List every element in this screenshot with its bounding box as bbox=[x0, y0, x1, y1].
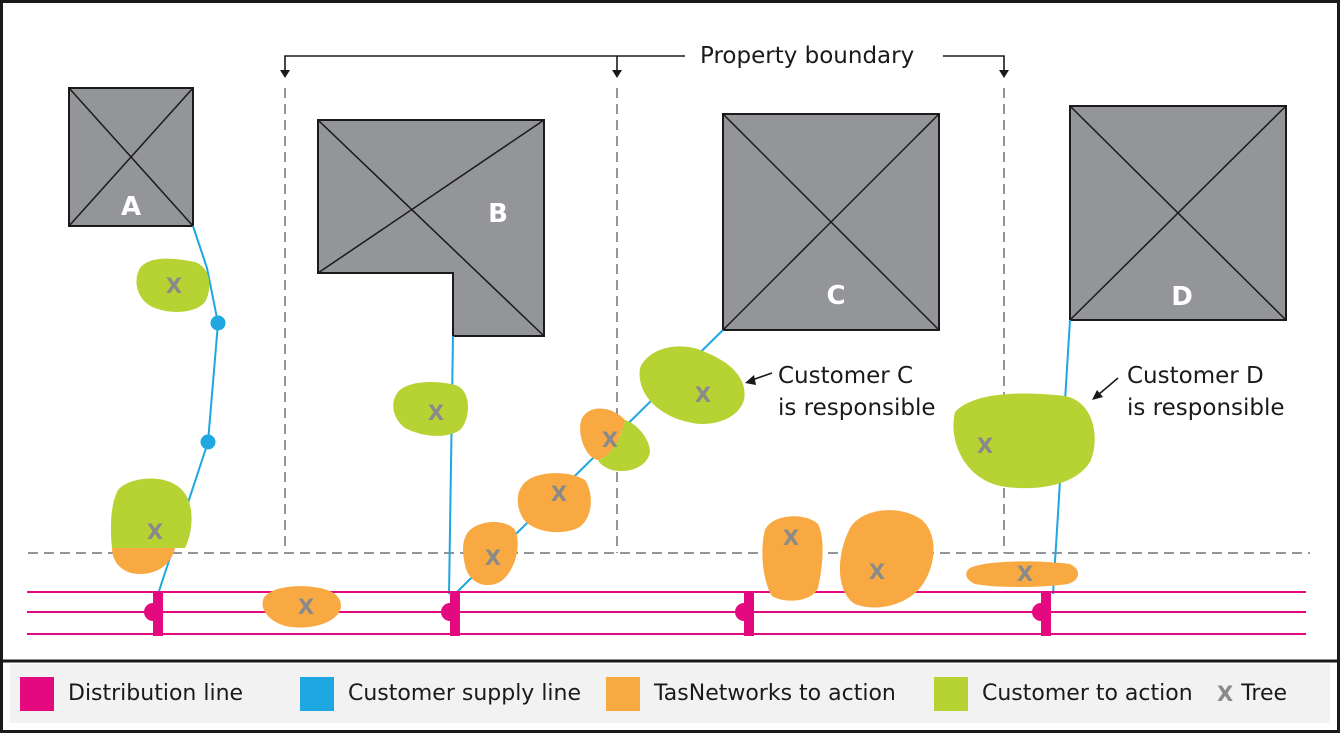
pole-cap-icon bbox=[144, 603, 153, 621]
tree-x-icon: X bbox=[695, 383, 711, 407]
house-c-label: C bbox=[826, 281, 845, 311]
tree-customer-action bbox=[136, 258, 210, 312]
pole-icon bbox=[1041, 591, 1051, 636]
pole-icon bbox=[153, 591, 163, 636]
house-a-label: A bbox=[121, 192, 141, 222]
house-b-label: B bbox=[488, 199, 508, 229]
house-d: D bbox=[1069, 105, 1287, 321]
legend-label: Distribution line bbox=[68, 681, 244, 706]
legend: Distribution line Customer supply line T… bbox=[10, 664, 1330, 723]
supply-pole-icon bbox=[210, 315, 226, 331]
tree-tasnetworks-action bbox=[839, 510, 934, 608]
legend-item-distribution: Distribution line bbox=[20, 664, 243, 723]
arrow-icon bbox=[745, 375, 756, 385]
legend-item-tasnetworks: TasNetworks to action bbox=[606, 664, 896, 723]
pole-cap-icon bbox=[1032, 603, 1041, 621]
tree-tasnetworks-action bbox=[463, 521, 518, 586]
tree-x-icon: X bbox=[428, 401, 444, 425]
house-d-label: D bbox=[1171, 282, 1193, 312]
tree-tasnetworks-action bbox=[966, 561, 1079, 587]
customer-c-note: Customer C is responsible bbox=[745, 363, 936, 421]
customer-d-line1: Customer D bbox=[1127, 363, 1264, 389]
tree-customer-action bbox=[598, 420, 650, 472]
property-boundary-callout bbox=[284, 55, 1005, 72]
tree-tasnetworks-action bbox=[762, 516, 823, 601]
legend-item-supply: Customer supply line bbox=[300, 664, 581, 723]
tasnetworks-trees bbox=[112, 408, 1079, 628]
distribution-poles bbox=[144, 591, 1051, 636]
arrowhead-icon bbox=[280, 70, 290, 78]
tree-x-icon: X bbox=[1017, 562, 1033, 586]
customer-c-line2: is responsible bbox=[778, 395, 936, 421]
tree-x-icon: X bbox=[602, 428, 618, 452]
supply-line-b bbox=[448, 335, 454, 595]
tree-x-icon: X bbox=[298, 595, 314, 619]
supply-swatch bbox=[300, 676, 334, 711]
tree-x-icon: X bbox=[147, 520, 163, 544]
tree-customer-action bbox=[639, 346, 745, 424]
distribution-swatch bbox=[20, 676, 54, 711]
arrowhead-icon bbox=[999, 70, 1009, 78]
tree-marks: X X X X X X X X X X X X bbox=[147, 274, 1033, 619]
tree-x-icon: X bbox=[783, 526, 799, 550]
customer-trees bbox=[136, 258, 1095, 489]
tree-tasnetworks-action bbox=[262, 586, 341, 628]
boundary-callout-line-left bbox=[284, 55, 685, 72]
tasnetworks-swatch bbox=[606, 676, 640, 711]
tree-x-icon: X bbox=[977, 434, 993, 458]
distribution-lines bbox=[27, 591, 1306, 635]
tree-customer-action bbox=[953, 393, 1095, 489]
boundary-callout-line-right bbox=[943, 55, 1005, 72]
legend-label: TasNetworks to action bbox=[654, 681, 896, 706]
property-boundary-label: Property boundary bbox=[700, 43, 914, 69]
tree-tasnetworks-action bbox=[112, 548, 175, 574]
tree-x-icon: X bbox=[166, 274, 182, 298]
tree-tasnetworks-action bbox=[517, 473, 591, 533]
house-b: B bbox=[317, 119, 545, 337]
pole-icon bbox=[744, 591, 754, 636]
tree-customer-action bbox=[393, 382, 468, 436]
tree-tasnetworks-action bbox=[580, 408, 625, 460]
customer-c-line1: Customer C bbox=[778, 363, 913, 389]
legend-item-tree: X Tree bbox=[1217, 664, 1287, 723]
tree-x-icon: X bbox=[1217, 681, 1234, 706]
tree-x-icon: X bbox=[869, 560, 885, 584]
house-c: C bbox=[722, 113, 940, 331]
boundary-arrowheads bbox=[280, 70, 1009, 78]
mixed-trees bbox=[110, 420, 650, 548]
tree-customer-action bbox=[110, 478, 192, 548]
legend-item-customer: Customer to action bbox=[934, 664, 1193, 723]
pole-cap-icon bbox=[441, 603, 450, 621]
customer-d-note: Customer D is responsible bbox=[1092, 363, 1285, 421]
arrowhead-icon bbox=[612, 70, 622, 78]
customer-swatch bbox=[934, 676, 968, 711]
legend-label: Tree bbox=[1241, 681, 1288, 706]
tree-x-icon: X bbox=[551, 482, 567, 506]
customer-d-line2: is responsible bbox=[1127, 395, 1285, 421]
pole-cap-icon bbox=[735, 603, 744, 621]
arrow-icon bbox=[1092, 390, 1103, 400]
tree-x-icon: X bbox=[485, 546, 501, 570]
pole-icon bbox=[450, 591, 460, 636]
legend-label: Customer to action bbox=[982, 681, 1193, 706]
legend-label: Customer supply line bbox=[348, 681, 582, 706]
supply-pole-icon bbox=[200, 434, 216, 450]
house-a: A bbox=[68, 87, 194, 227]
